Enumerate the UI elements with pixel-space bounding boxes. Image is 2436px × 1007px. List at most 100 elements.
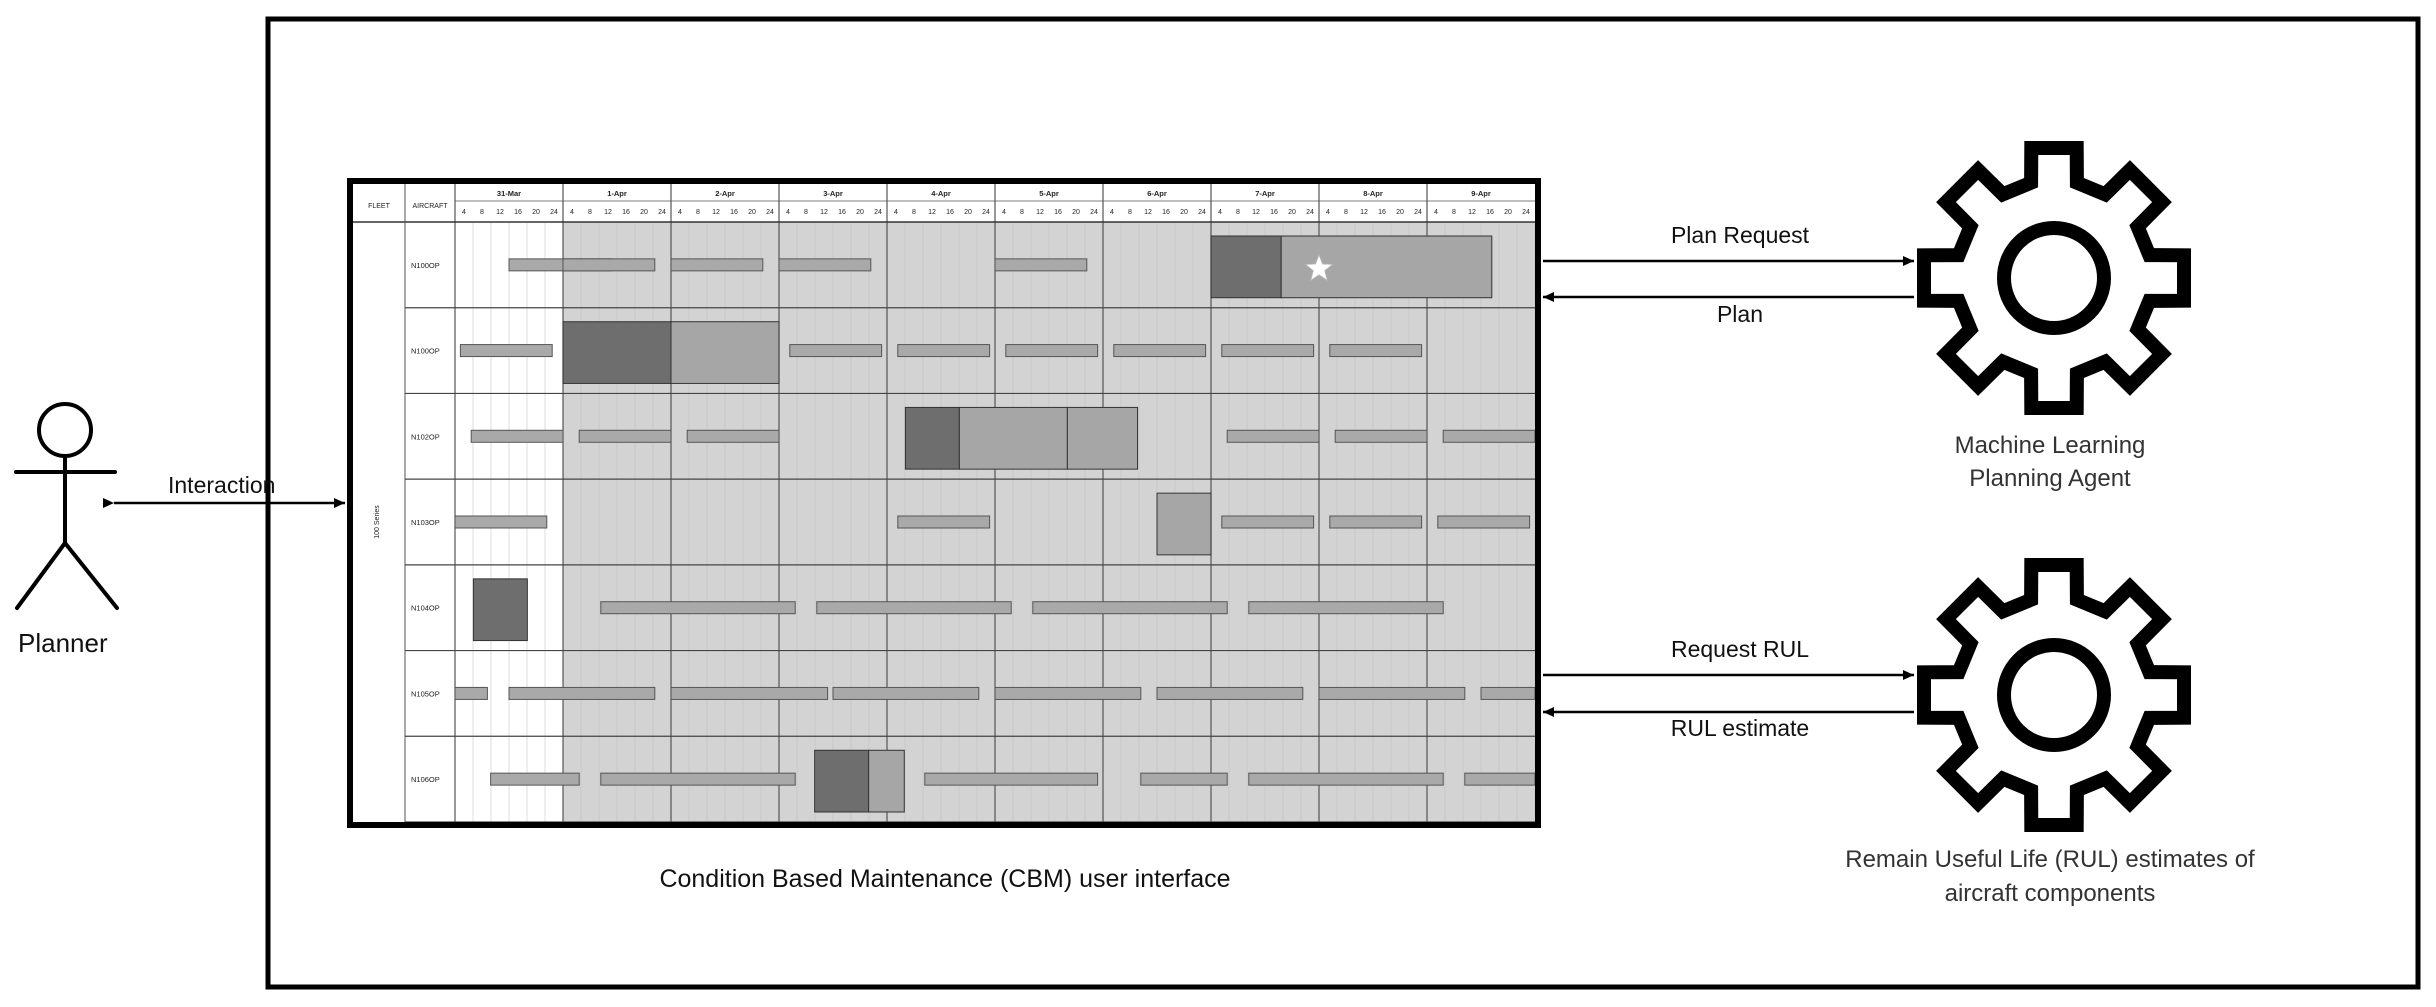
hour-label: 12 xyxy=(820,209,828,216)
flight-bar xyxy=(1329,515,1423,529)
aircraft-header: AIRCRAFT xyxy=(413,203,449,210)
hour-label: 20 xyxy=(640,209,648,216)
flight-bar xyxy=(789,344,883,358)
fleet-name: 100 Series xyxy=(374,505,381,539)
hour-label: 12 xyxy=(496,209,504,216)
rul-title: Remain Useful Life (RUL) estimates of xyxy=(1845,846,2255,873)
hour-label: 4 xyxy=(1434,209,1438,216)
fleet-header: FLEET xyxy=(368,203,391,210)
hour-label: 12 xyxy=(712,209,720,216)
flight-bar xyxy=(1437,515,1531,529)
hour-label: 8 xyxy=(1452,209,1456,216)
flight-bar xyxy=(1464,772,1535,786)
cbm-caption: Condition Based Maintenance (CBM) user i… xyxy=(659,865,1231,893)
flight-bar xyxy=(600,772,796,786)
flight-bar xyxy=(897,515,991,529)
hour-label: 8 xyxy=(1020,209,1024,216)
flight-bar xyxy=(1480,686,1535,700)
rul-estimate-label: RUL estimate xyxy=(1670,715,1810,741)
hour-label: 12 xyxy=(604,209,612,216)
day-label: 9-Apr xyxy=(1471,189,1491,198)
ml-agent-title: Machine Learning xyxy=(1954,432,2146,459)
day-label: 1-Apr xyxy=(607,189,627,198)
flight-bar xyxy=(1442,429,1535,443)
flight-bar xyxy=(1221,344,1315,358)
hour-label: 12 xyxy=(1036,209,1044,216)
maintenance-block xyxy=(1156,492,1212,556)
hour-label: 16 xyxy=(838,209,846,216)
flight-bar xyxy=(1140,772,1228,786)
flight-bar xyxy=(1032,601,1228,615)
hour-label: 20 xyxy=(1072,209,1080,216)
flight-bar xyxy=(686,429,780,443)
maintenance-gantt: FLEET AIRCRAFT 31-Mar 4 8 12 16 20 24 1-Apr 4 8 12 16… xyxy=(353,184,1535,822)
flight-bar xyxy=(470,429,564,443)
maintenance-block xyxy=(472,578,528,642)
hour-label: 16 xyxy=(1162,209,1170,216)
maintenance-block xyxy=(1066,406,1139,470)
hour-label: 4 xyxy=(1002,209,1006,216)
hour-label: 20 xyxy=(856,209,864,216)
hour-label: 24 xyxy=(1090,209,1098,216)
hour-label: 12 xyxy=(1252,209,1260,216)
day-label: 8-Apr xyxy=(1363,189,1383,198)
hour-label: 4 xyxy=(678,209,682,216)
hour-label: 20 xyxy=(964,209,972,216)
flight-bar xyxy=(897,344,991,358)
hour-label: 20 xyxy=(748,209,756,216)
maintenance-block xyxy=(868,749,905,813)
hour-label: 8 xyxy=(1344,209,1348,216)
hour-label: 24 xyxy=(766,209,774,216)
flight-bar xyxy=(1318,686,1466,700)
hour-label: 12 xyxy=(1468,209,1476,216)
flight-bar xyxy=(562,258,656,272)
day-label: 2-Apr xyxy=(715,189,735,198)
hour-label: 16 xyxy=(1270,209,1278,216)
hour-label: 4 xyxy=(1326,209,1330,216)
hour-label: 8 xyxy=(480,209,484,216)
interaction-label: Interaction xyxy=(168,472,276,498)
day-label: 7-Apr xyxy=(1255,189,1275,198)
flight-bar xyxy=(924,772,1099,786)
hour-label: 20 xyxy=(1396,209,1404,216)
hour-label: 8 xyxy=(1236,209,1240,216)
hour-label: 12 xyxy=(928,209,936,216)
maintenance-block xyxy=(1210,235,1282,299)
hour-label: 4 xyxy=(1218,209,1222,216)
flight-bar xyxy=(1334,429,1428,443)
flight-bar xyxy=(459,344,553,358)
planner-label: Planner xyxy=(18,628,108,658)
rul-subtitle: aircraft components xyxy=(1944,880,2156,907)
maintenance-block xyxy=(904,406,960,470)
hour-label: 12 xyxy=(1144,209,1152,216)
flight-bar xyxy=(508,686,656,700)
flight-bar xyxy=(600,601,796,615)
day-label: 31-Mar xyxy=(497,189,521,198)
hour-label: 4 xyxy=(894,209,898,216)
hour-label: 16 xyxy=(1054,209,1062,216)
hour-label: 16 xyxy=(1486,209,1494,216)
flight-bar xyxy=(670,258,764,272)
stick-figure-icon xyxy=(14,402,119,610)
flight-bar xyxy=(816,601,1012,615)
day-label: 3-Apr xyxy=(823,189,843,198)
gear-icon xyxy=(1917,141,2191,415)
aircraft-label: N105OP xyxy=(411,689,440,698)
hour-label: 20 xyxy=(532,209,540,216)
flight-bar xyxy=(1248,601,1444,615)
day-label: 4-Apr xyxy=(931,189,951,198)
flight-bar xyxy=(490,772,580,786)
hour-label: 24 xyxy=(550,209,558,216)
maintenance-block xyxy=(958,406,1068,470)
hour-label: 16 xyxy=(1378,209,1386,216)
aircraft-label: N102OP xyxy=(411,432,440,441)
flight-bar xyxy=(994,258,1088,272)
hour-label: 8 xyxy=(1128,209,1132,216)
day-label: 5-Apr xyxy=(1039,189,1059,198)
hour-label: 20 xyxy=(1288,209,1296,216)
hour-label: 24 xyxy=(874,209,882,216)
flight-bar xyxy=(670,686,829,700)
hour-label: 8 xyxy=(588,209,592,216)
hour-label: 24 xyxy=(1306,209,1314,216)
